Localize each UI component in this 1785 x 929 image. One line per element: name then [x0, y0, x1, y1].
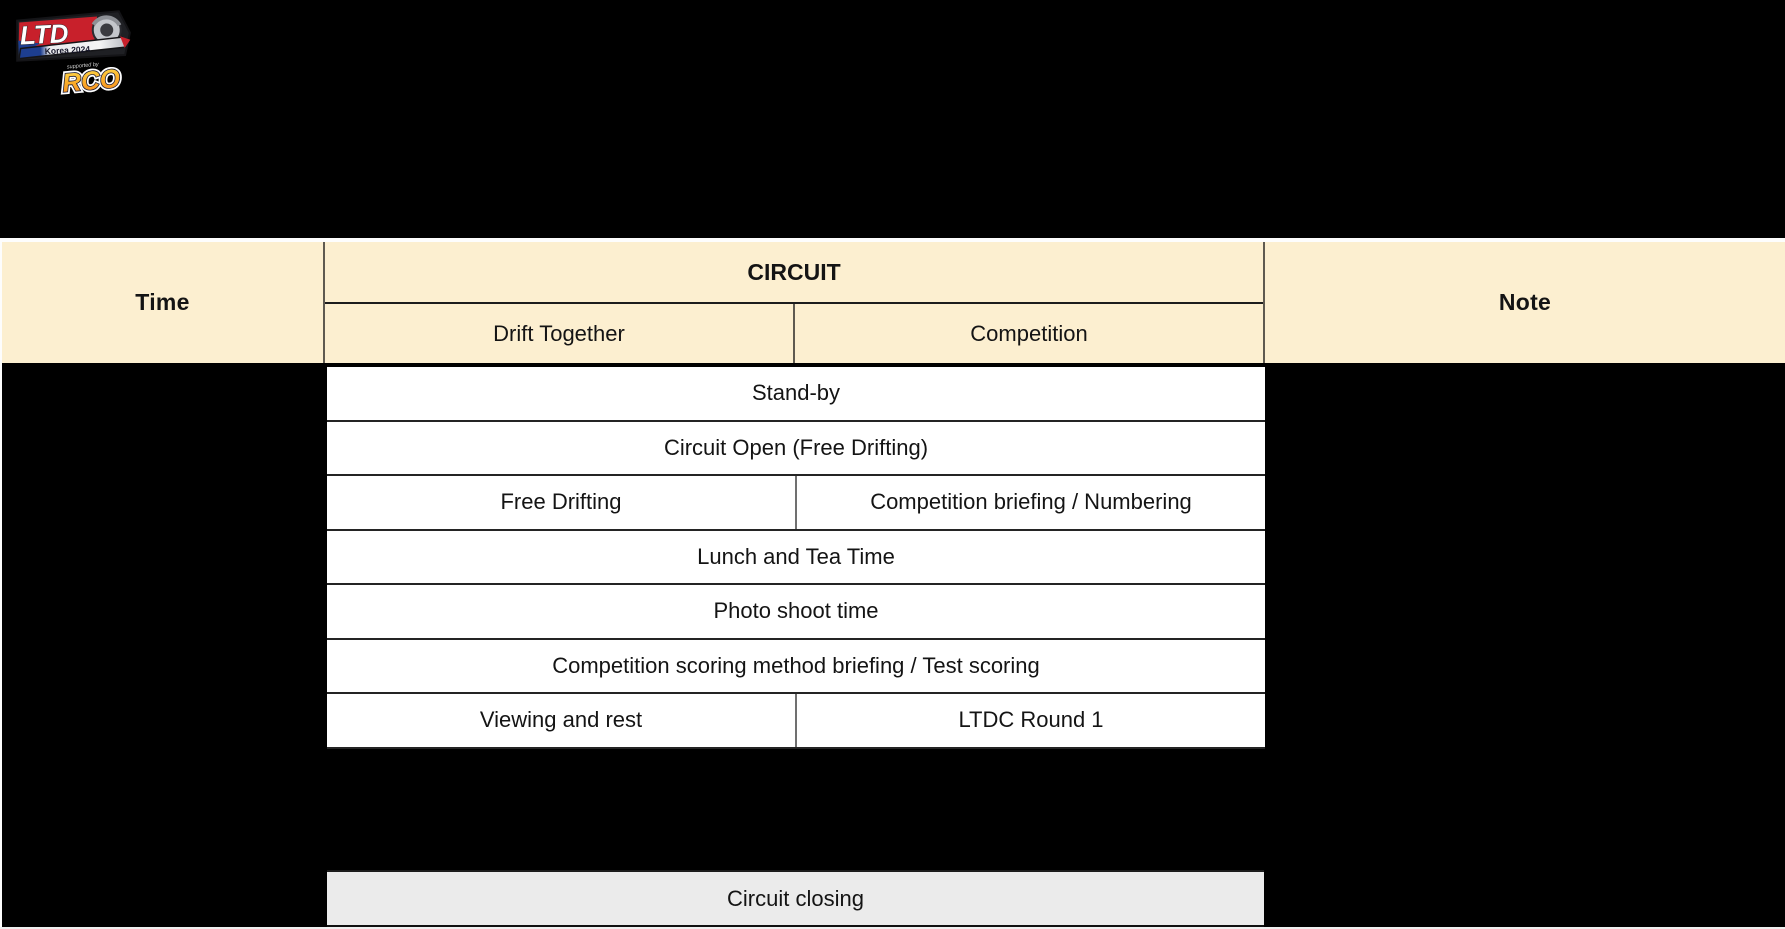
header-note: Note	[1263, 242, 1785, 363]
ltdc-logo: LTD Korea 2024 supported by RCO RCO	[16, 10, 131, 96]
header-circuit-subrow: Drift Together Competition	[325, 304, 1263, 363]
svg-text:RCO: RCO	[61, 63, 121, 96]
table-bottom-border	[0, 927, 1785, 929]
table-row: Viewing and rest LTDC Round 1	[327, 694, 1265, 749]
table-body: Stand-by Circuit Open (Free Drifting) Fr…	[327, 367, 1265, 749]
table-row: Competition scoring method briefing / Te…	[327, 639, 1265, 694]
table-row: Lunch and Tea Time	[327, 530, 1265, 585]
table-header: Time CIRCUIT Drift Together Competition …	[2, 242, 1785, 363]
logo-supported-text: supported by	[67, 62, 100, 71]
cell-viewing-rest: Viewing and rest	[327, 694, 797, 747]
cell-circuit-open: Circuit Open (Free Drifting)	[327, 421, 1265, 474]
table-row: Free Drifting Competition briefing / Num…	[327, 476, 1265, 531]
logo-brand-text: RCO	[61, 63, 121, 96]
cell-scoring-briefing: Competition scoring method briefing / Te…	[327, 639, 1265, 692]
schedule-table: Time CIRCUIT Drift Together Competition …	[0, 238, 1785, 929]
header-drift-together: Drift Together	[325, 304, 795, 363]
logo-subtitle-text: Korea 2024	[45, 44, 91, 56]
cell-circuit-closing: Circuit closing	[327, 870, 1264, 928]
ltdc-banner: LTD Korea 2024	[16, 10, 131, 62]
cell-competition-briefing: Competition briefing / Numbering	[797, 476, 1265, 529]
cell-ltdc-round1: LTDC Round 1	[797, 694, 1265, 747]
header-time: Time	[2, 242, 325, 363]
cell-lunch: Lunch and Tea Time	[327, 530, 1265, 583]
rco-badge: supported by RCO RCO	[58, 60, 123, 96]
cell-photo-shoot: Photo shoot time	[327, 585, 1265, 638]
header-competition: Competition	[795, 304, 1263, 363]
table-row: Circuit Open (Free Drifting)	[327, 421, 1265, 476]
table-row: Photo shoot time	[327, 585, 1265, 640]
cell-free-drifting: Free Drifting	[327, 476, 797, 529]
table-row: Stand-by	[327, 367, 1265, 422]
header-circuit: CIRCUIT	[325, 242, 1263, 304]
header-circuit-group: CIRCUIT Drift Together Competition	[325, 242, 1263, 363]
cell-standby: Stand-by	[327, 367, 1265, 420]
